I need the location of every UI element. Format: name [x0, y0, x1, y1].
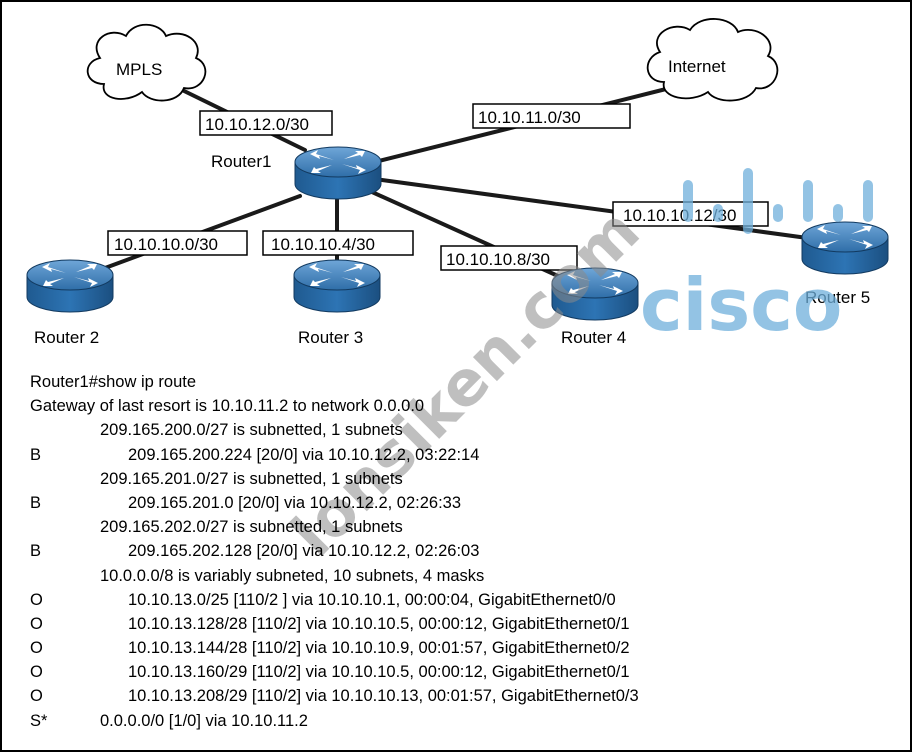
subnet-box-r3: 10.10.10.4/30	[262, 230, 414, 256]
route-line: O 10.10.13.144/28 [110/2] via 10.10.10.9,…	[30, 636, 890, 660]
route-line: 209.165.200.0/27 is subnetted, 1 subnets	[30, 418, 890, 442]
route-text: 209.165.201.0/27 is subnetted, 1 subnets	[100, 469, 403, 488]
route-line: 209.165.201.0/27 is subnetted, 1 subnets	[30, 467, 890, 491]
router4-label: Router 4	[561, 328, 626, 347]
route-line: O 10.10.13.0/25 [110/2 ] via 10.10.10.1, …	[30, 588, 890, 612]
router1: Router1	[211, 146, 382, 200]
subnet-box-r4: 10.10.10.8/30	[440, 245, 578, 271]
internet-label: Internet	[668, 57, 726, 76]
route-line: B 209.165.201.0 [20/0] via 10.10.12.2, 02…	[30, 491, 890, 515]
route-code: O	[30, 590, 43, 609]
svg-text:10.10.10.8/30: 10.10.10.8/30	[446, 250, 550, 269]
route-table: 209.165.200.0/27 is subnetted, 1 subnets…	[30, 418, 890, 732]
route-line: 209.165.202.0/27 is subnetted, 1 subnets	[30, 515, 890, 539]
cli-gateway: Gateway of last resort is 10.10.11.2 to …	[30, 397, 425, 416]
route-line: O 10.10.13.160/29 [110/2] via 10.10.10.5,…	[30, 660, 890, 684]
route-text: 209.165.201.0 [20/0] via 10.10.12.2, 02:…	[128, 493, 462, 512]
route-code: O	[30, 614, 43, 633]
mpls-cloud: MPLS	[86, 23, 207, 102]
route-line: S* 0.0.0.0/0 [1/0] via 10.10.11.2	[30, 709, 890, 733]
route-code: B	[30, 445, 42, 464]
route-text: 10.10.13.0/25 [110/2 ] via 10.10.10.1, 0…	[128, 590, 616, 609]
route-text: 209.165.200.0/27 is subnetted, 1 subnets	[100, 421, 403, 440]
route-text: 10.10.13.208/29 [110/2] via 10.10.10.13,…	[128, 687, 639, 706]
subnet-box-internet: 10.10.11.0/30	[472, 103, 631, 129]
route-text: 209.165.202.0/27 is subnetted, 1 subnets	[100, 518, 403, 537]
route-line: O 10.10.13.128/28 [110/2] via 10.10.10.5,…	[30, 612, 890, 636]
route-text: 209.165.200.224 [20/0] via 10.10.12.2, 0…	[128, 445, 480, 464]
route-text: 10.10.13.128/28 [110/2] via 10.10.10.5, …	[128, 614, 630, 633]
route-code: B	[30, 542, 42, 561]
mpls-label: MPLS	[116, 60, 162, 79]
route-text: 10.0.0.0/8 is variably subneted, 10 subn…	[100, 566, 485, 585]
route-code: S*	[30, 711, 48, 730]
cli-output: Router1#show ip route Gateway of last re…	[30, 370, 890, 733]
svg-text:10.10.10.4/30: 10.10.10.4/30	[271, 235, 375, 254]
route-line: B 209.165.200.224 [20/0] via 10.10.12.2, …	[30, 443, 890, 467]
router3-label: Router 3	[298, 328, 363, 347]
router4: Router 4	[551, 267, 639, 347]
route-text: 10.10.13.160/29 [110/2] via 10.10.10.5, …	[128, 663, 630, 682]
route-text: 209.165.202.128 [20/0] via 10.10.12.2, 0…	[128, 542, 480, 561]
router2: Router 2	[26, 259, 114, 347]
cli-prompt: Router1#show ip route	[30, 373, 197, 391]
subnet-box-r2: 10.10.10.0/30	[107, 230, 248, 256]
router2-label: Router 2	[34, 328, 99, 347]
route-text: 10.10.13.144/28 [110/2] via 10.10.10.9, …	[128, 639, 630, 658]
subnet-box-mpls: 10.10.12.0/30	[199, 110, 333, 136]
route-text: 0.0.0.0/0 [1/0] via 10.10.11.2	[100, 711, 308, 730]
route-code: O	[30, 663, 43, 682]
router5: Router 5	[801, 221, 889, 307]
route-line: 10.0.0.0/8 is variably subneted, 10 subn…	[30, 564, 890, 588]
svg-text:10.10.12.0/30: 10.10.12.0/30	[205, 115, 309, 134]
cisco-logo-watermark: cisco	[640, 168, 873, 347]
router5-label: Router 5	[805, 288, 870, 307]
svg-text:10.10.10.12/30: 10.10.10.12/30	[623, 206, 736, 225]
route-code: B	[30, 493, 42, 512]
internet-cloud: Internet	[646, 18, 779, 102]
route-line: B 209.165.202.128 [20/0] via 10.10.12.2, …	[30, 539, 890, 563]
router1-label: Router1	[211, 152, 271, 171]
router3: Router 3	[293, 259, 381, 347]
route-code: O	[30, 639, 43, 658]
svg-text:10.10.11.0/30: 10.10.11.0/30	[478, 108, 581, 127]
route-line: O 10.10.13.208/29 [110/2] via 10.10.10.13…	[30, 684, 890, 708]
svg-text:10.10.10.0/30: 10.10.10.0/30	[114, 235, 218, 254]
route-code: O	[30, 687, 43, 706]
cisco-wordmark: cisco	[640, 263, 842, 347]
